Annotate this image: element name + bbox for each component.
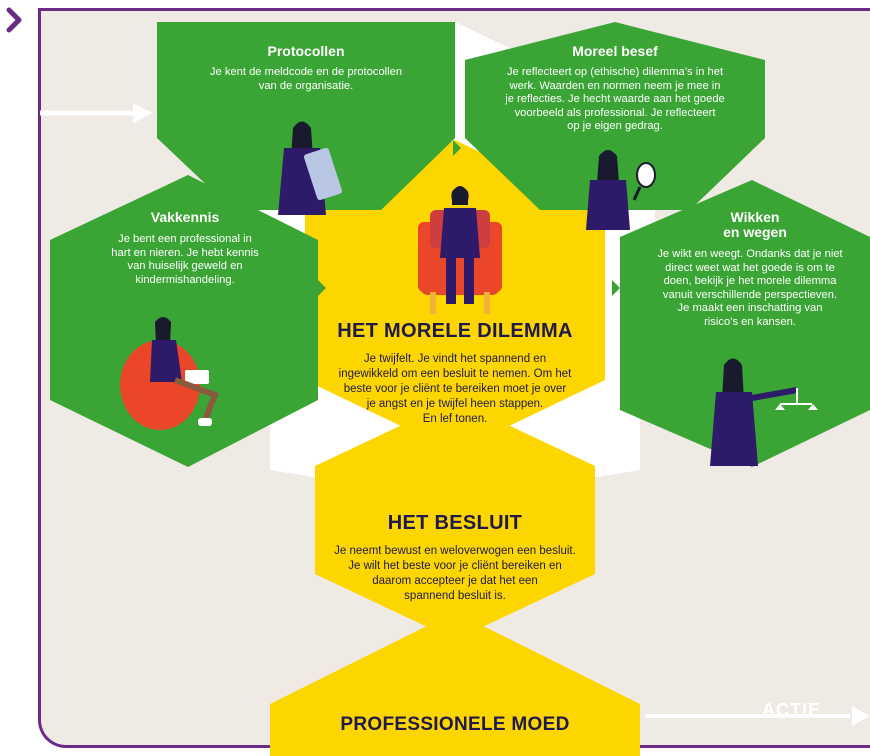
- dilemma-line: ingewikkeld om een besluit te nemen. Om …: [338, 368, 572, 380]
- person-with-magnifier-illustration: [586, 150, 656, 230]
- besluit-line: spannend besluit is.: [404, 590, 506, 602]
- entry-arrow-head: [133, 103, 153, 123]
- dilemma-line: beste voor je cliënt te bereiken moet je…: [343, 383, 567, 395]
- wikken-line: Je wikt en weegt. Ondanks dat je niet: [657, 248, 843, 260]
- connector-arrow-right: [612, 280, 620, 296]
- dilemma-title: HET MORELE DILEMMA: [337, 320, 573, 342]
- wikken-text: Je wikt en weegt. Ondanks dat je niet di…: [625, 248, 870, 330]
- moreel-besef-line: voorbeeld als professional. Je reflectee…: [514, 106, 716, 119]
- connector-arrow-top-left: [453, 140, 461, 156]
- moreel-besef-text: Je reflecteert op (ethische) dilemma’s i…: [470, 66, 760, 134]
- vakkennis-hexagon: [50, 175, 318, 467]
- protocollen-hexagon-top: [157, 22, 455, 210]
- vakkennis-text: Je bent een professional in hart en nier…: [60, 233, 310, 287]
- besluit-title: HET BESLUIT: [387, 512, 523, 534]
- besluit-line: Je neemt bewust en weloverwogen een besl…: [334, 545, 576, 557]
- moed-title: PROFESSIONELE MOED: [340, 714, 570, 735]
- moreel-besef-line: Je reflecteert op (ethische) dilemma’s i…: [506, 66, 724, 78]
- dilemma-line: je angst en je twijfel heen stappen.: [366, 398, 544, 410]
- wikken-line: risico’s en kansen.: [704, 315, 796, 328]
- chevron-right-icon: [6, 7, 22, 33]
- actie-arrow-head: [852, 706, 870, 726]
- dilemma-text: Je twijfelt. Je vindt het spannend en in…: [310, 352, 600, 427]
- wikken-title-line: Wikken: [730, 209, 780, 225]
- wikken-title-line: en wegen: [723, 224, 787, 240]
- person-with-scales-illustration: [710, 358, 818, 466]
- vakkennis-line: hart en nieren. Je hebt kennis: [111, 246, 259, 259]
- vakkennis-title: Vakkennis: [150, 209, 220, 225]
- moreel-hexagon: [465, 22, 765, 210]
- wikken-line: Je maakt een inschatting van: [677, 302, 823, 315]
- person-on-beanbag-illustration: [120, 317, 219, 430]
- protocollen-text: Je kent de meldcode en de protocollen va…: [167, 66, 445, 93]
- actie-label: ACTIE: [762, 700, 821, 720]
- protocollen-line: van de organisatie.: [258, 79, 354, 92]
- besluit-line: daarom accepteer je dat het een: [372, 575, 538, 587]
- dilemma-line: En lef tonen.: [422, 413, 488, 425]
- wikken-line: direct weet wat het goede is om te: [665, 261, 835, 274]
- besluit-line: Je wilt het beste voor je cliënt bereike…: [348, 560, 562, 572]
- protocollen-title: Protocollen: [267, 43, 345, 59]
- dilemma-line: Je twijfelt. Je vindt het spannend en: [363, 353, 547, 365]
- wikken-line: vanuit verschillende perspectieven.: [662, 288, 838, 301]
- wikken-title: Wikken en wegen: [680, 210, 830, 240]
- connector-arrow-left: [318, 280, 326, 296]
- besluit-text: Je neemt bewust en weloverwogen een besl…: [318, 544, 592, 604]
- vakkennis-line: kindermishandeling.: [135, 273, 235, 286]
- moreel-besef-line: werk. Waarden en normen neem je mee in: [509, 79, 721, 92]
- protocollen-line: Je kent de meldcode en de protocollen: [209, 66, 403, 78]
- seated-person-illustration: [418, 186, 502, 314]
- person-with-folder-illustration: [278, 121, 342, 215]
- moreel-besef-title: Moreel besef: [572, 43, 658, 59]
- vakkennis-line: van huiselijk geweld en: [127, 260, 243, 273]
- moed-hexagon: [270, 612, 640, 756]
- moreel-besef-line: je reflecties. Je hecht waarde aan het g…: [505, 93, 725, 106]
- besluit-hexagon: [315, 400, 595, 640]
- moreel-besef-line: op je eigen gedrag.: [567, 120, 663, 133]
- wikken-line: doen, bekijk je het morele dilemma: [663, 275, 837, 288]
- vakkennis-line: Je bent een professional in: [118, 233, 252, 245]
- wikken-hexagon: [620, 180, 870, 467]
